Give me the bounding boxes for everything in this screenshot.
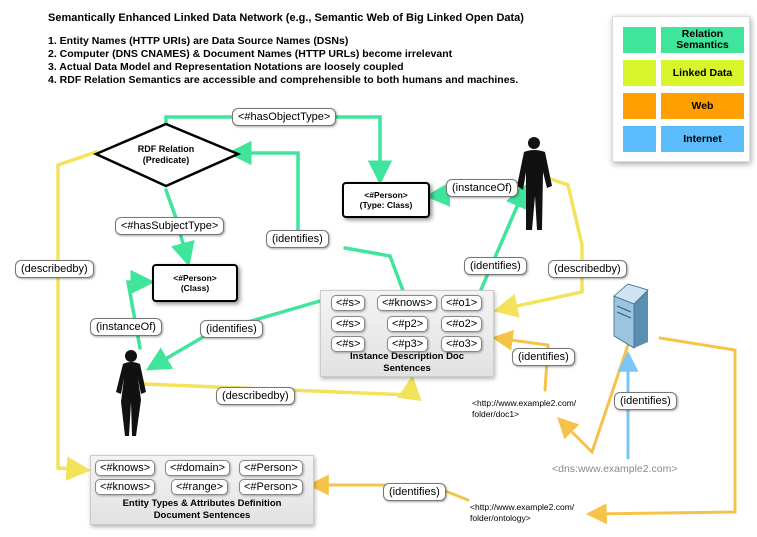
- doc1-url: <http://www.example2.com/ folder/doc1>: [472, 398, 576, 420]
- instance-cell-2-1: <#s>: [331, 316, 366, 332]
- describedby-right-line: [493, 176, 584, 318]
- rdf-relation-label: RDF Relation (Predicate): [108, 144, 224, 166]
- label-instance-of-left: (instanceOf): [90, 318, 162, 336]
- server-to-doc1-line: [557, 343, 630, 455]
- rdf-relation-diamond: [92, 122, 242, 188]
- instance-cell-1-3: <#o1>: [441, 295, 483, 311]
- label-describedby-left: (describedby): [15, 260, 94, 278]
- principle-4: 4. RDF Relation Semantics are accessible…: [48, 74, 519, 86]
- principle-2: 2. Computer (DNS CNAMES) & Document Name…: [48, 48, 453, 60]
- types-cell-2-1: <#knows>: [95, 479, 156, 495]
- label-has-subject-type: <#hasSubjectType>: [115, 217, 225, 235]
- instance-cell-3-2: <#p3>: [387, 336, 429, 352]
- rdf-relation-line1: RDF Relation: [137, 144, 195, 154]
- types-cell-2-2: <#range>: [171, 479, 229, 495]
- label-identifies-doc1: (identifies): [512, 348, 575, 366]
- label-identifies-top: (identifies): [266, 230, 329, 248]
- man-silhouette-icon: [517, 137, 552, 230]
- legend: Relation Semantics Linked Data Web Inter…: [612, 16, 750, 162]
- types-cell-2-3: <#Person>: [239, 479, 303, 495]
- label-instance-of-top: (instanceOf): [446, 179, 518, 197]
- label-describedby-right: (describedby): [548, 260, 627, 278]
- instance-doc-title-line1: Instance Description Doc: [349, 351, 465, 362]
- label-identifies-mid: (identifies): [464, 257, 527, 275]
- instance-cell-1-2: <#knows>: [377, 295, 438, 311]
- doc1-url-line2: folder/doc1>: [472, 409, 520, 419]
- server-icon: [613, 283, 649, 349]
- instance-of-left-line: [125, 269, 155, 350]
- doc1-url-line1: <http://www.example2.com/: [472, 398, 577, 408]
- label-identifies-server: (identifies): [614, 392, 677, 410]
- identifies-predicate-line: [227, 140, 300, 237]
- legend-label-linked: Linked Data: [661, 60, 744, 86]
- ontology-url-line1: <http://www.example2.com/: [470, 502, 575, 512]
- types-doc-title-line2: Document Sentences: [153, 510, 251, 521]
- legend-label-relation: Relation Semantics: [661, 27, 744, 53]
- instance-cell-3-1: <#s>: [331, 336, 366, 352]
- instance-description-doc: <#s> <#knows> <#o1> <#s> <#p2> <#o2> <#s…: [320, 290, 494, 377]
- entity-types-doc: <#knows> <#domain> <#Person> <#knows> <#…: [90, 455, 314, 525]
- types-cell-1-2: <#domain>: [165, 460, 231, 476]
- legend-label-internet: Internet: [661, 126, 744, 152]
- person-type-class-box: <#Person> (Type: Class): [342, 182, 430, 218]
- legend-label-web: Web: [661, 93, 744, 119]
- diagram-title: Semantically Enhanced Linked Data Networ…: [48, 12, 524, 24]
- instance-cell-1-1: <#s>: [331, 295, 366, 311]
- person-type-line1: <#Person>: [364, 190, 408, 200]
- instance-doc-title-line2: Sentences: [383, 363, 431, 374]
- person-class-box: <#Person> (Class): [152, 264, 238, 302]
- legend-swatch-relation: [623, 27, 656, 53]
- legend-swatch-linked: [623, 60, 656, 86]
- rdf-relation-line2: (Predicate): [142, 155, 190, 165]
- label-describedby-bottom: (describedby): [216, 387, 295, 405]
- dns-name: <dns:www.example2.com>: [552, 463, 678, 475]
- describedby-left-line: [56, 150, 98, 481]
- principle-1: 1. Entity Names (HTTP URIs) are Data Sou…: [48, 35, 349, 47]
- ontology-url: <http://www.example2.com/ folder/ontolog…: [470, 502, 574, 524]
- types-doc-title: Entity Types & Attributes Definition Doc…: [91, 498, 313, 522]
- label-has-object-type: <#hasObjectType>: [232, 108, 337, 126]
- woman-silhouette-icon: [116, 350, 146, 436]
- types-doc-title-line1: Entity Types & Attributes Definition: [122, 498, 282, 509]
- server-to-ontology-line: [585, 336, 737, 525]
- instance-cell-3-3: <#o3>: [441, 336, 483, 352]
- person-class-line1: <#Person>: [173, 273, 217, 283]
- principle-3: 3. Actual Data Model and Representation …: [48, 61, 404, 73]
- types-cell-1-1: <#knows>: [95, 460, 156, 476]
- instance-doc-title: Instance Description Doc Sentences: [321, 351, 493, 375]
- instance-cell-2-3: <#o2>: [441, 316, 483, 332]
- person-class-line2: (Class): [180, 283, 210, 293]
- identifies-top-line: [343, 246, 407, 298]
- label-identifies-left: (identifies): [200, 320, 263, 338]
- person-type-line2: (Type: Class): [359, 200, 413, 210]
- instance-cell-2-2: <#p2>: [387, 316, 429, 332]
- ontology-url-line2: folder/ontology>: [470, 513, 531, 523]
- label-identifies-bottom: (identifies): [383, 483, 446, 501]
- identifies-mid-line: [478, 183, 529, 294]
- identifies-doc1-line: [491, 329, 550, 392]
- types-cell-1-3: <#Person>: [239, 460, 303, 476]
- legend-swatch-internet: [623, 126, 656, 152]
- legend-swatch-web: [623, 93, 656, 119]
